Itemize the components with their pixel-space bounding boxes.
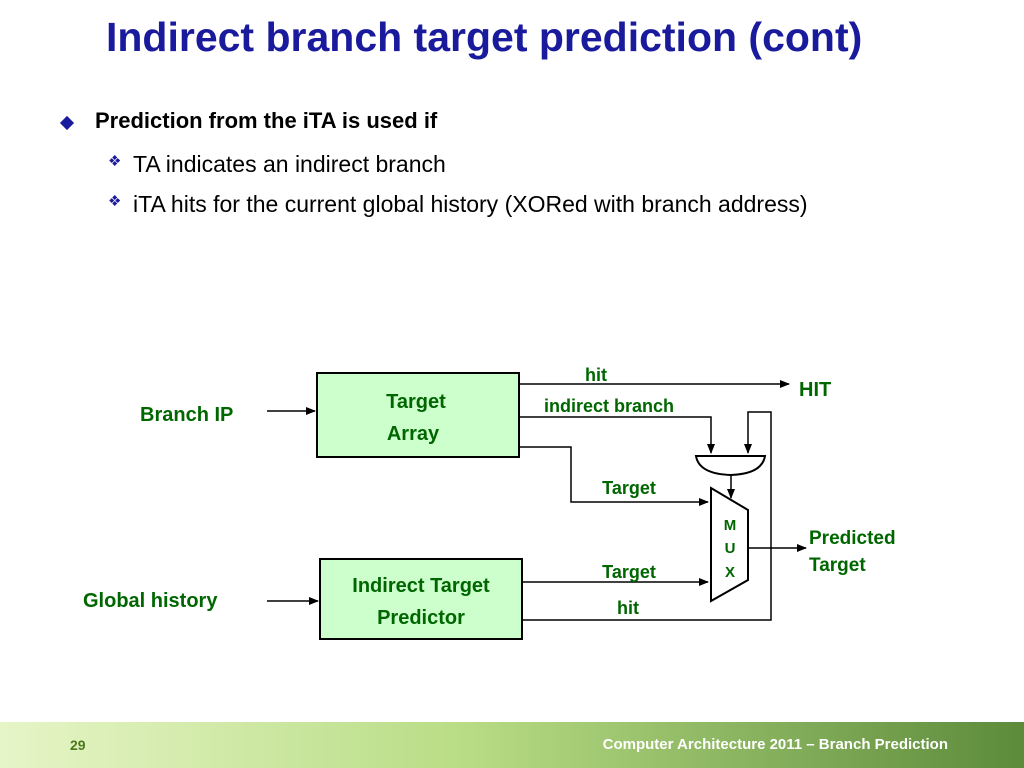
mux <box>710 486 749 603</box>
page-number: 29 <box>70 737 86 753</box>
indirect-branch-line <box>519 416 715 454</box>
hit-output-label: HIT <box>799 379 831 401</box>
main-bullet-text: Prediction from the iTA is used if <box>95 108 438 133</box>
sub-bullet-2-text: iTA hits for the current global history … <box>133 191 808 217</box>
mux-letter-m: M <box>724 517 737 534</box>
target-top-label: Target <box>602 478 656 498</box>
itp-label-2: Predictor <box>377 607 465 629</box>
mux-letter-u: U <box>725 540 736 557</box>
hit-top-label: hit <box>585 365 607 385</box>
itp-hit-line <box>522 411 772 621</box>
global-history-label: Global history <box>83 590 218 612</box>
target-array-label-1: Target <box>386 391 446 413</box>
predicted-target-label-1: Predicted <box>809 528 896 549</box>
and-gate <box>694 455 767 477</box>
target-array-label-2: Array <box>387 423 440 445</box>
itp-box <box>319 558 523 640</box>
prediction-diagram: Branch IP Global history Target Array In… <box>83 365 896 640</box>
diamond-star-icon: ❖ <box>108 153 122 170</box>
target-array-box <box>316 372 520 458</box>
slide-title: Indirect branch target prediction (cont) <box>106 14 863 60</box>
hit-bottom-label: hit <box>617 598 639 618</box>
itp-label-1: Indirect Target <box>352 575 490 597</box>
diamond-star-icon: ❖ <box>108 193 122 210</box>
branch-ip-label: Branch IP <box>140 404 233 426</box>
footer-course: Computer Architecture 2011 – Branch Pred… <box>602 736 948 753</box>
target-array-output-line <box>519 446 709 506</box>
sub-bullet-1-text: TA indicates an indirect branch <box>133 151 446 177</box>
predicted-target-label-2: Target <box>809 555 866 576</box>
indirect-branch-label: indirect branch <box>544 396 674 416</box>
target-bottom-label: Target <box>602 562 656 582</box>
footer-bar: 29 Computer Architecture 2011 – Branch P… <box>0 722 1024 768</box>
mux-letter-x: X <box>725 564 735 581</box>
